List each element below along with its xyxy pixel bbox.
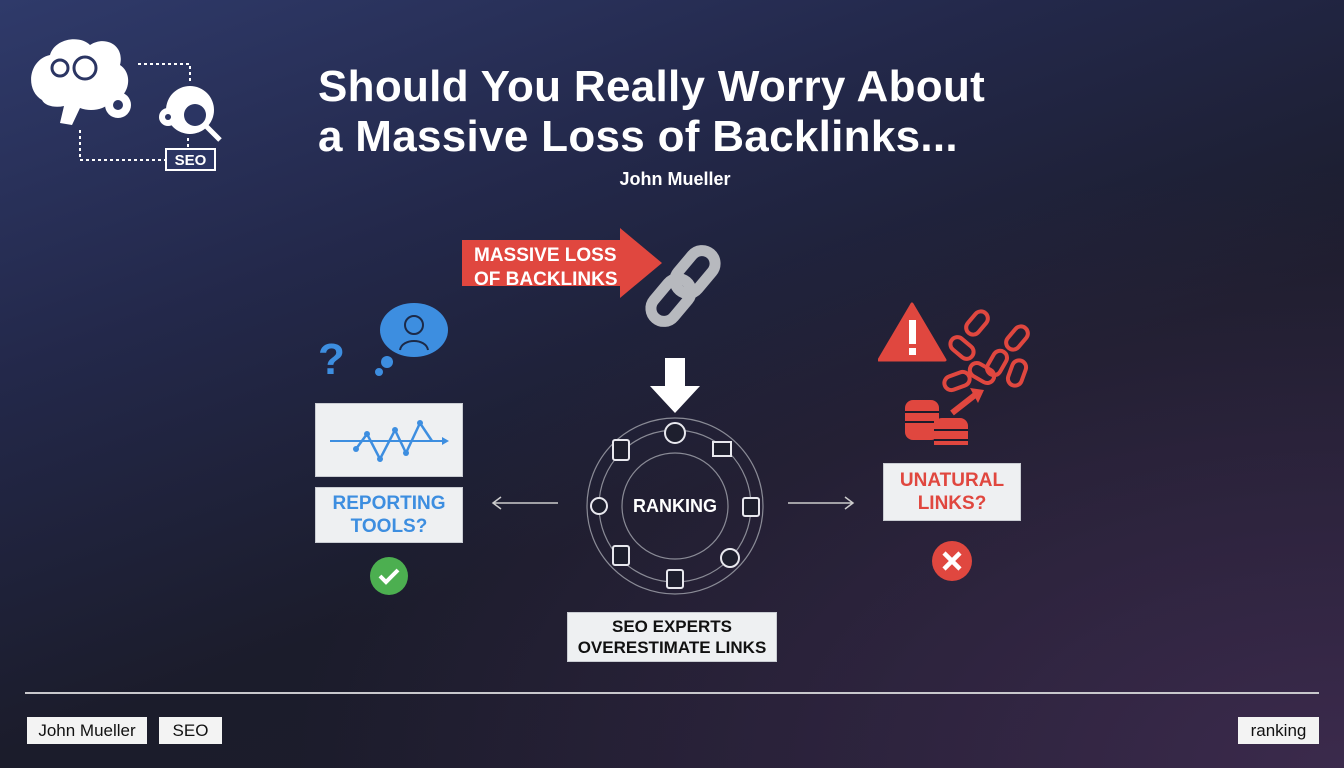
title-line-2: a Massive Loss of Backlinks... (318, 112, 958, 161)
red-arrow-banner (462, 228, 662, 298)
warning-icon (878, 302, 947, 362)
ranking-wheel (586, 417, 764, 595)
line-chart-panel (315, 403, 463, 477)
x-icon (932, 541, 972, 581)
seo-brain-logo-icon (31, 39, 222, 171)
down-arrow-icon (650, 358, 700, 413)
thought-bubble-person-icon (375, 303, 448, 376)
check-icon (370, 557, 408, 595)
ranking-label: RANKING (633, 496, 717, 516)
logo-seo-label: SEO (174, 152, 207, 169)
question-mark-icon: ? (318, 335, 345, 384)
tag-seo: SEO (159, 717, 222, 744)
author: John Mueller (619, 169, 731, 189)
divider (25, 692, 1319, 694)
broken-chain-icon (645, 245, 721, 327)
tag-john-mueller: John Mueller (27, 717, 147, 744)
page-title: Should You Really Worry About a Massive … (318, 62, 985, 162)
line-chart-icon (330, 420, 449, 462)
title-line-1: Should You Really Worry About (318, 62, 986, 111)
tag-ranking: ranking (1238, 717, 1319, 744)
right-arrow-icon (788, 496, 855, 510)
spam-links-money-icon (905, 309, 1030, 445)
left-arrow-icon (491, 496, 558, 510)
